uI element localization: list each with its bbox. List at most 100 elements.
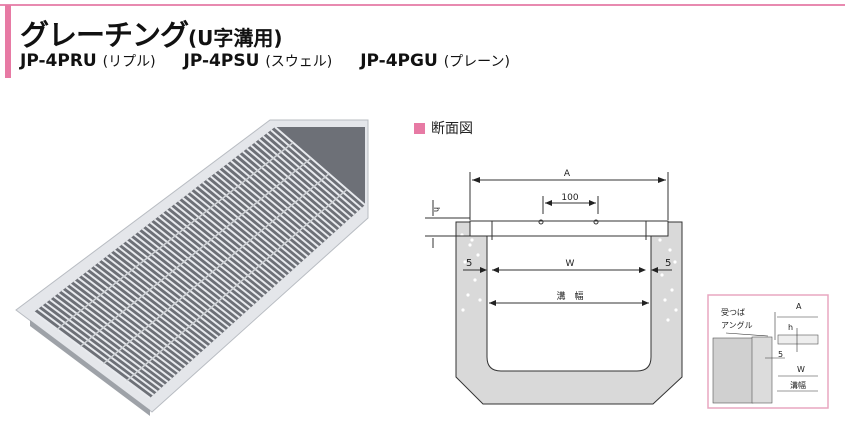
cross-section-diagram bbox=[425, 172, 683, 405]
aggregate-dot bbox=[673, 260, 677, 264]
model-ripple: JP-4PRU (リプル) bbox=[20, 51, 156, 71]
cross-bar bbox=[56, 142, 294, 330]
aggregate-dot bbox=[473, 278, 477, 282]
dim-w-label: W bbox=[566, 259, 575, 269]
bearing-bar bbox=[121, 243, 230, 329]
dim-100-label: 100 bbox=[561, 193, 578, 203]
accent-bar bbox=[5, 5, 11, 78]
bearing-bar bbox=[242, 150, 337, 232]
title-main: グレーチング bbox=[20, 18, 189, 52]
bearing-bar bbox=[45, 301, 162, 390]
dim-groove-label: 溝 幅 bbox=[556, 290, 583, 302]
bearing-bar bbox=[85, 271, 198, 357]
bearing-bar bbox=[57, 292, 173, 380]
bearing-bar bbox=[238, 153, 334, 235]
aggregate-dot bbox=[468, 243, 472, 247]
cross-bar bbox=[126, 188, 348, 382]
model-plain: JP-4PGU (プレーン) bbox=[360, 51, 510, 71]
bearing-bar bbox=[53, 295, 169, 383]
model-type: (プレーン) bbox=[443, 54, 510, 70]
bearing-bar bbox=[69, 283, 183, 370]
bearing-bar bbox=[165, 209, 269, 293]
cross-bar bbox=[103, 173, 330, 365]
aggregate-dot bbox=[660, 273, 664, 277]
bearing-bar bbox=[181, 197, 284, 280]
model-code: JP-4PGU bbox=[360, 51, 438, 71]
bearing-bar bbox=[149, 221, 255, 306]
bearing-bar bbox=[77, 277, 191, 364]
bearing-bar bbox=[218, 169, 316, 251]
bearing-bar bbox=[141, 227, 248, 312]
model-swell: JP-4PSU (スウェル) bbox=[184, 51, 333, 71]
dim-a-label: A bbox=[564, 169, 571, 179]
detail-angle-label-2: アングル bbox=[721, 320, 753, 330]
bearing-bar bbox=[206, 178, 305, 261]
bearing-bar bbox=[101, 258, 212, 345]
bearing-bar bbox=[157, 215, 262, 300]
bearing-bar bbox=[262, 135, 355, 216]
section-label: 断面図 bbox=[431, 121, 473, 137]
bearing-bar bbox=[117, 246, 226, 332]
bearing-bar bbox=[254, 141, 348, 222]
bearing-bar bbox=[202, 181, 302, 264]
bearing-bar bbox=[81, 274, 194, 361]
bearing-bar bbox=[198, 184, 298, 267]
bearing-bar bbox=[133, 234, 241, 319]
aggregate-dot bbox=[461, 308, 465, 312]
bearing-bar bbox=[250, 144, 345, 226]
model-code: JP-4PSU bbox=[183, 51, 260, 71]
detail-dim-5: 5 bbox=[778, 350, 783, 359]
bearing-bar bbox=[49, 298, 165, 386]
model-type: (スウェル) bbox=[265, 54, 333, 70]
top-rule bbox=[0, 4, 845, 6]
aggregate-dot bbox=[670, 288, 674, 292]
bearing-bar bbox=[65, 286, 180, 374]
bearing-bar bbox=[270, 129, 363, 209]
cross-bar bbox=[79, 157, 312, 347]
detail-angle-label-1: 受つば bbox=[721, 307, 745, 317]
dim-5-left-label: 5 bbox=[466, 258, 472, 269]
bearing-bar bbox=[61, 289, 176, 377]
aggregate-dot bbox=[666, 318, 670, 322]
aggregate-dot bbox=[466, 293, 470, 297]
dimension-arrows bbox=[472, 177, 666, 306]
bearing-bar bbox=[125, 240, 234, 325]
bearing-bar bbox=[234, 157, 330, 238]
model-type: (リプル) bbox=[102, 54, 156, 70]
bearing-bar bbox=[113, 249, 223, 335]
detail-dim-groove: 溝幅 bbox=[790, 380, 806, 390]
section-heading: 断面図 bbox=[414, 118, 473, 138]
bearing-bar bbox=[129, 237, 237, 322]
square-bullet-icon bbox=[414, 122, 425, 134]
dim-h-label: h bbox=[432, 207, 441, 212]
aggregate-dot bbox=[478, 298, 482, 302]
detail-dim-a: A bbox=[796, 302, 802, 311]
model-code: JP-4PRU bbox=[20, 51, 97, 71]
grating-image bbox=[15, 119, 369, 416]
bearing-bar bbox=[153, 218, 259, 303]
bearing-bar bbox=[33, 311, 151, 399]
bearing-bar bbox=[194, 187, 294, 271]
bearing-bar bbox=[109, 252, 219, 338]
aggregate-dot bbox=[476, 253, 480, 257]
bearing-bar bbox=[190, 190, 291, 274]
detail-inset bbox=[707, 294, 829, 409]
page-title: グレーチング(U字溝用) bbox=[20, 12, 283, 54]
detail-dim-h: h bbox=[788, 323, 793, 332]
dim-5-right-label: 5 bbox=[665, 258, 671, 269]
aggregate-dot bbox=[674, 308, 678, 312]
bearing-bar bbox=[246, 147, 341, 229]
bearing-bar bbox=[161, 212, 266, 296]
bearing-bar bbox=[230, 160, 327, 242]
aggregate-dot bbox=[658, 238, 662, 242]
model-list: JP-4PRU (リプル) JP-4PSU (スウェル) JP-4PGU (プレ… bbox=[20, 51, 532, 71]
bearing-bar bbox=[226, 163, 323, 245]
aggregate-dot bbox=[663, 298, 667, 302]
bearing-bar bbox=[258, 138, 352, 219]
detail-dim-w: W bbox=[797, 365, 805, 374]
bearing-bar bbox=[73, 280, 187, 367]
bearing-bar bbox=[145, 224, 251, 309]
bearing-bar bbox=[137, 231, 244, 316]
aggregate-dot bbox=[463, 260, 467, 264]
